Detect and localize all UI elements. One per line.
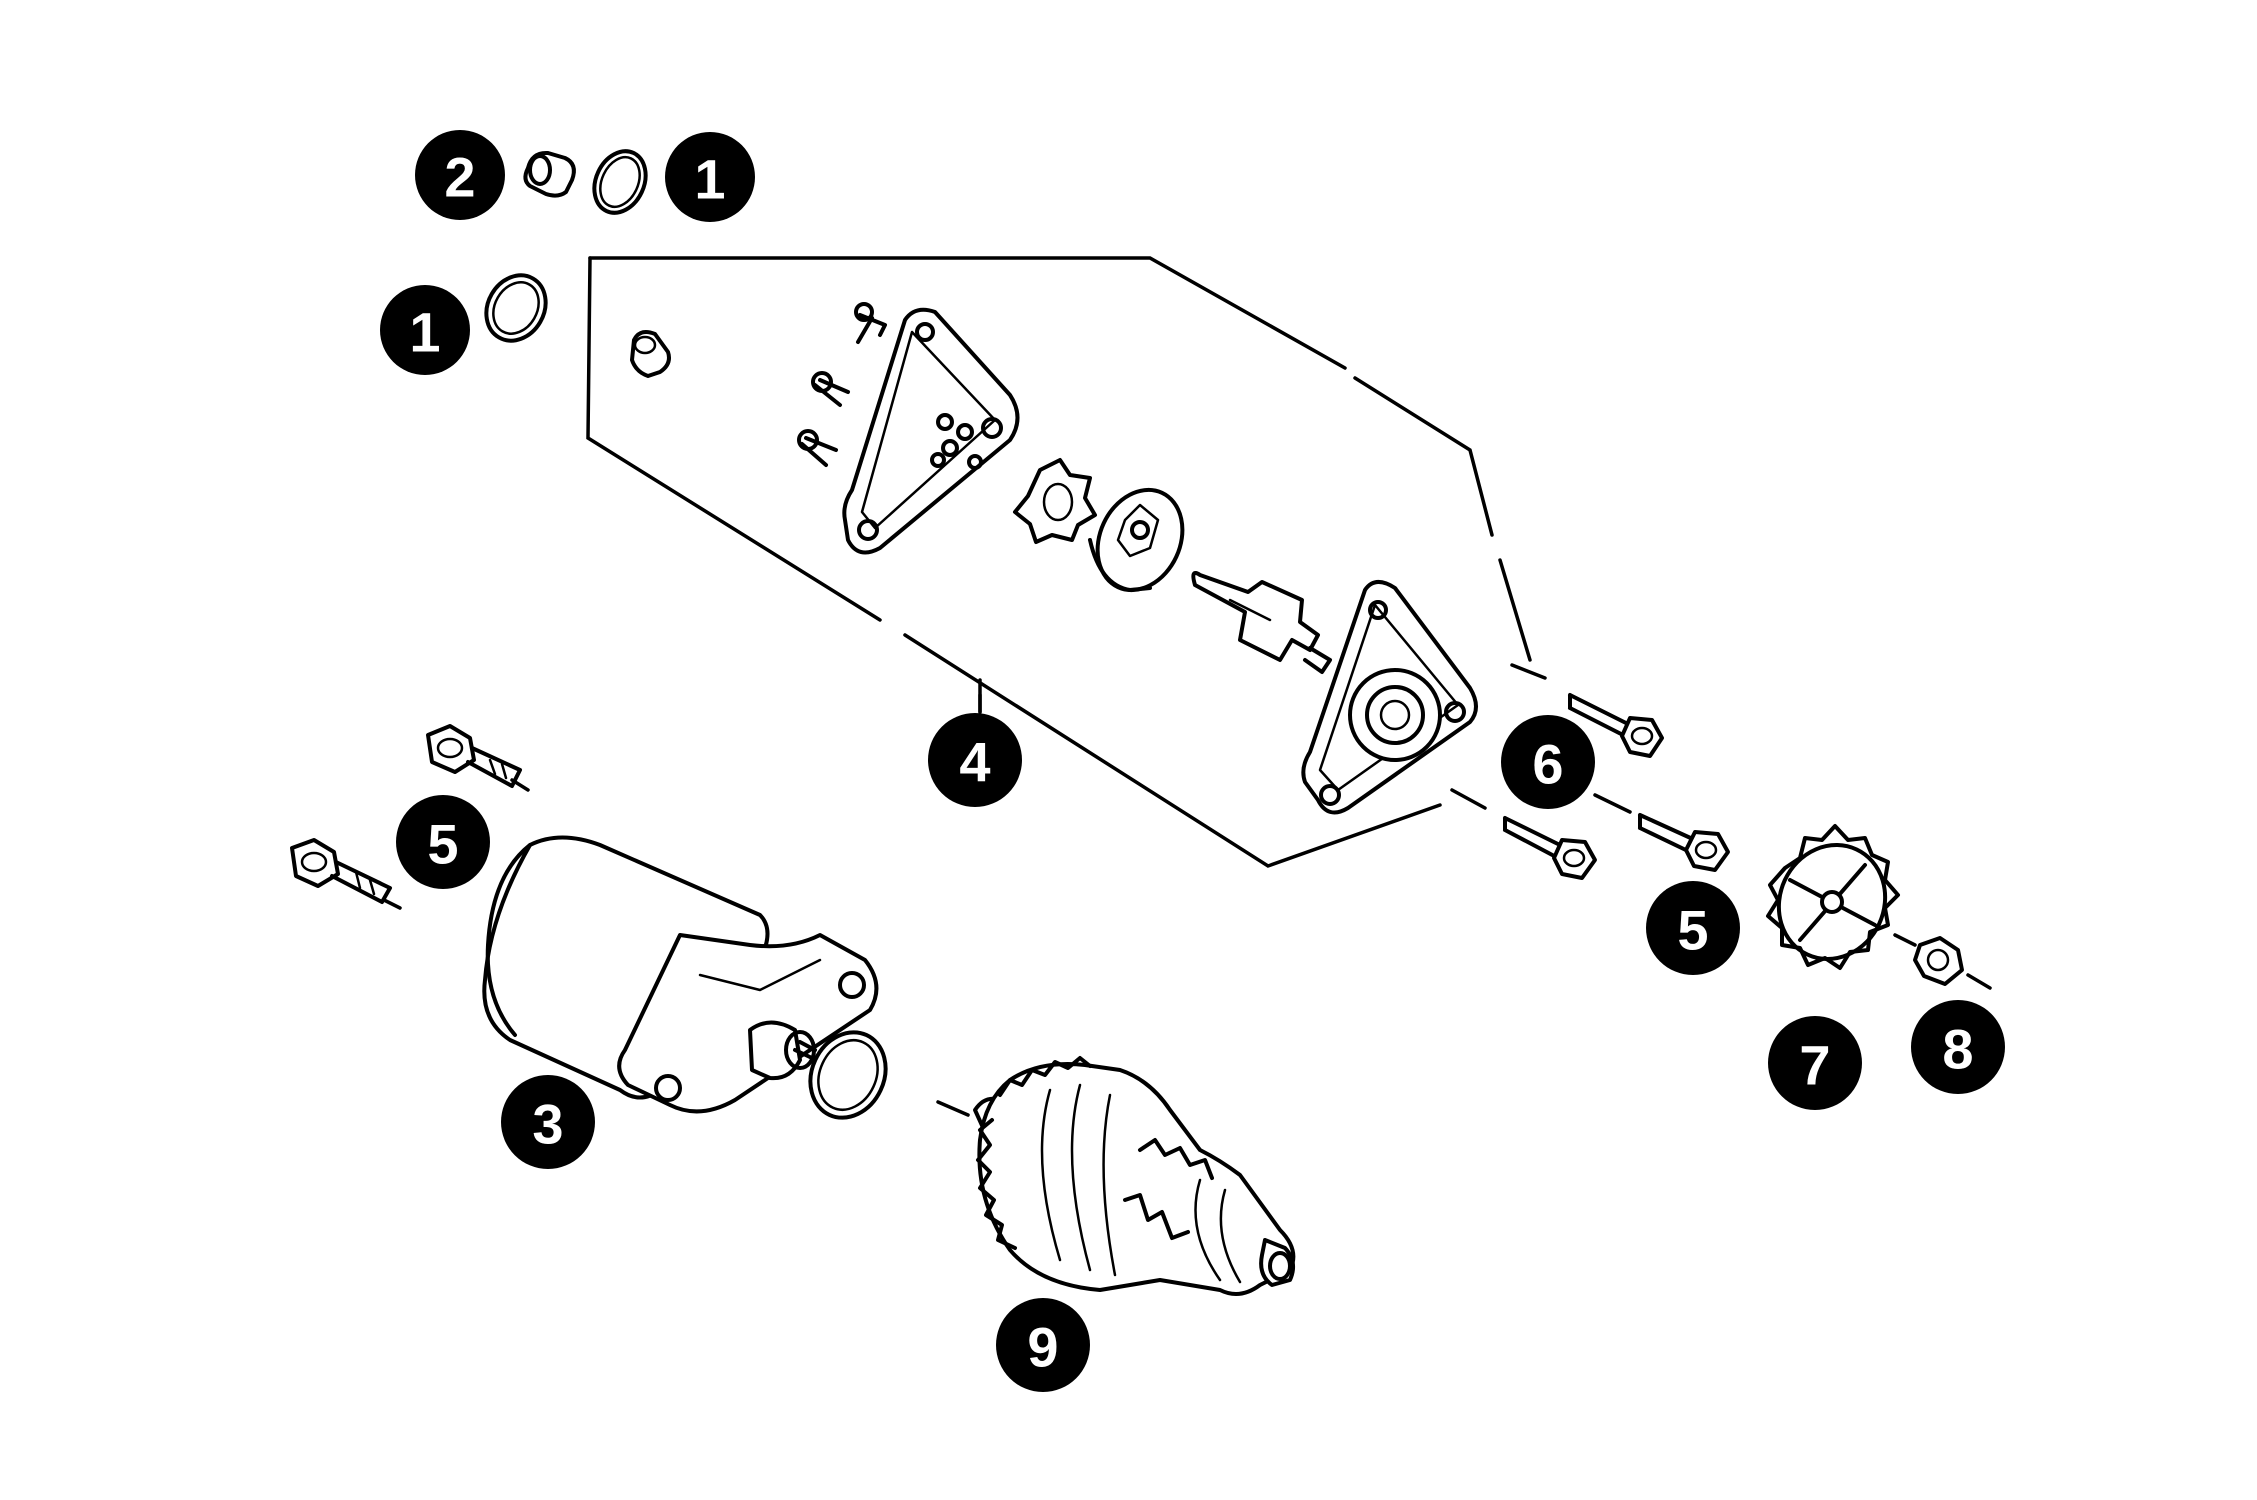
starter-motor-part-3 xyxy=(482,835,879,1114)
callout-1-left: 1 xyxy=(380,285,470,375)
plate-screws xyxy=(797,302,887,467)
callout-5-right: 5 xyxy=(1646,881,1740,975)
mounting-plate xyxy=(842,307,1020,555)
callout-1-top-label: 1 xyxy=(694,148,725,211)
callout-1-left-label: 1 xyxy=(409,301,440,364)
callout-6: 6 xyxy=(1501,715,1595,809)
star-gear xyxy=(1013,458,1097,544)
callout-2: 2 xyxy=(415,130,505,220)
callout-9-label: 9 xyxy=(1027,1316,1058,1379)
callout-1-top: 1 xyxy=(665,132,755,222)
callout-3: 3 xyxy=(501,1075,595,1169)
callout-2-label: 2 xyxy=(444,146,475,209)
callout-6-label: 6 xyxy=(1532,733,1563,796)
callout-7-label: 7 xyxy=(1799,1034,1830,1097)
drive-shaft xyxy=(1191,571,1332,674)
callout-8: 8 xyxy=(1911,1000,2005,1094)
motor-o-ring xyxy=(808,1030,888,1120)
sleeve-part-2 xyxy=(523,150,576,198)
bolt-part-6-lower xyxy=(1450,788,1597,880)
bolt-part-5-left-upper xyxy=(426,724,530,792)
callout-5-left: 5 xyxy=(396,795,490,889)
o-ring-part-1-left xyxy=(484,273,548,343)
small-cap xyxy=(630,330,671,378)
callout-3-label: 3 xyxy=(532,1093,563,1156)
callout-5-right-label: 5 xyxy=(1677,899,1708,962)
bolt-part-6-upper xyxy=(1510,663,1664,758)
bolt-part-5-right xyxy=(1593,793,1730,872)
callout-9: 9 xyxy=(996,1298,1090,1392)
callout-5-left-label: 5 xyxy=(427,813,458,876)
assembly-group-outline xyxy=(586,256,1532,868)
clutch-drum xyxy=(1088,487,1185,593)
nut-part-8 xyxy=(1893,933,1992,990)
end-cover xyxy=(1301,580,1478,815)
callout-4: 4 xyxy=(928,713,1022,807)
callout-7: 7 xyxy=(1768,1016,1862,1110)
bolt-part-5-left-lower xyxy=(290,838,402,910)
callout-8-label: 8 xyxy=(1942,1018,1973,1081)
o-ring-part-1-top xyxy=(592,149,648,215)
callout-4-label: 4 xyxy=(959,731,990,794)
sprocket-part-7 xyxy=(1766,824,1900,970)
starter-clutch-part-9 xyxy=(936,1056,1296,1296)
